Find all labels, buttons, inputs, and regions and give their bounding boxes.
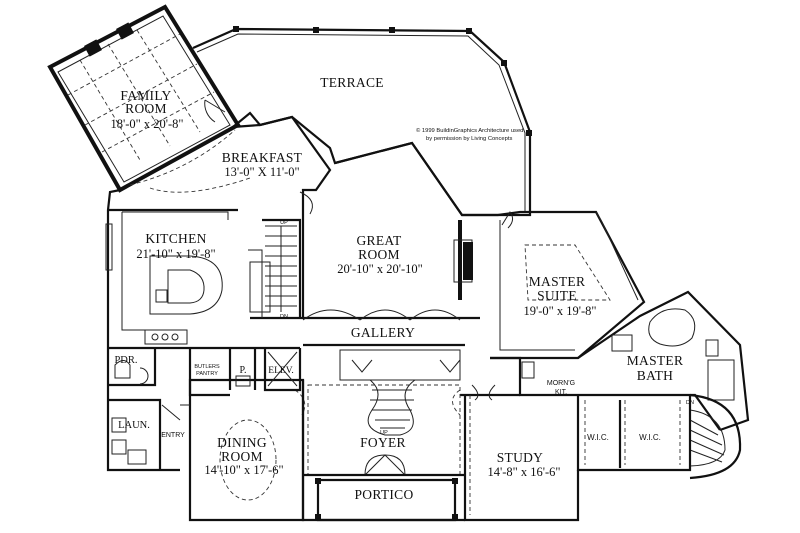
foyer-label: FOYER <box>360 435 406 450</box>
butlers-pantry-label-2: PANTRY <box>196 371 218 377</box>
entry-label: ENTRY <box>161 432 185 439</box>
master-suite-label-1: MASTER <box>529 274 586 289</box>
study-label: STUDY <box>497 450 544 465</box>
kitchen-label: KITCHEN <box>145 231 206 246</box>
family-room-walls <box>47 4 241 193</box>
great-room-label-1: GREAT <box>357 233 402 248</box>
breakfast-dims: 13'-0" X 11'-0" <box>224 165 299 179</box>
dining-room-dims: 14'-10" x 17'-6" <box>204 463 283 477</box>
rear-stair-dn-mark: DN <box>280 314 288 320</box>
main-walls <box>105 115 750 522</box>
family-room-label-1: FAMILY <box>120 88 171 103</box>
foyer-stair-up-mark: UP <box>380 430 388 436</box>
master-bath-label-1: MASTER <box>627 353 684 368</box>
bath-stair-dn-mark: DN <box>686 400 694 406</box>
pantry-label: P. <box>240 365 247 376</box>
kitchen-dims: 21'-10" x 19'-8" <box>136 247 215 261</box>
gallery-label: GALLERY <box>351 325 415 340</box>
morning-kitchen-label-2: KIT. <box>555 389 567 396</box>
butlers-pantry-label-1: BUTLERS <box>194 364 220 370</box>
rear-stair-up-mark: UP <box>280 220 288 226</box>
great-room-dims: 20'-10" x 20'-10" <box>337 262 423 276</box>
master-suite-label-2: SUITE <box>537 288 577 303</box>
master-bath-label-2: BATH <box>637 368 673 383</box>
copyright-line-2: by permission by Living Concepts <box>426 136 512 142</box>
family-room-label-2: ROOM <box>125 101 167 116</box>
family-room-dims: 18'-0" x 20'-8" <box>110 117 183 131</box>
portico-label: PORTICO <box>354 487 413 502</box>
morning-kitchen-label-1: MORN'G <box>547 380 575 387</box>
great-room-label-2: ROOM <box>358 247 400 262</box>
study-dims: 14'-8" x 16'-6" <box>487 465 560 479</box>
breakfast-label: BREAKFAST <box>222 150 303 165</box>
wic-2-label: W.I.C. <box>639 433 661 442</box>
laundry-label: LAUN. <box>118 420 150 431</box>
dining-room-label-2: ROOM <box>221 449 263 464</box>
copyright-line-1: © 1999 BuildinGraphics Architecture used <box>416 127 523 134</box>
terrace-outline <box>192 26 532 217</box>
wic-1-label: W.I.C. <box>587 433 609 442</box>
master-suite-dims: 19'-0" x 19'-8" <box>523 304 596 318</box>
terrace-label: TERRACE <box>320 75 384 90</box>
dining-room-label-1: DINING <box>217 435 267 450</box>
elevator-label: ELEV. <box>268 366 293 376</box>
pdr-label: PDR. <box>114 355 137 366</box>
